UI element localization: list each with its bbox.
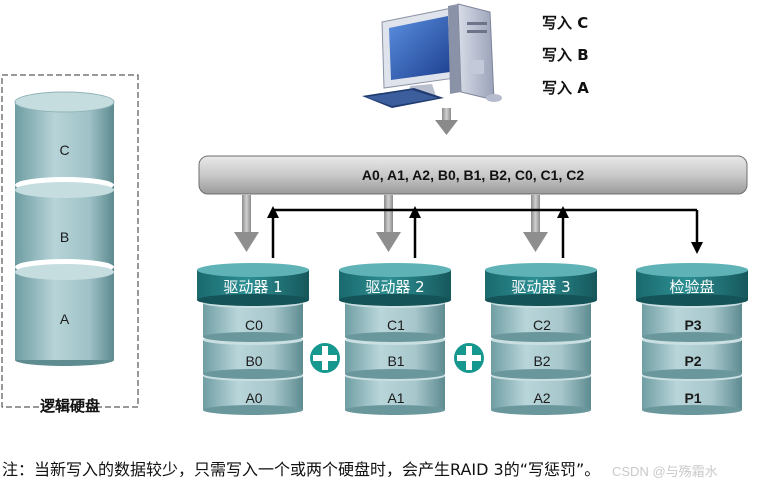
parity-block-p2: P2 <box>684 353 702 369</box>
logical-disk-cylinder <box>14 91 115 366</box>
xor-symbols <box>310 343 484 373</box>
parity-block-p1: P1 <box>684 390 702 406</box>
drive-2-title: 驱动器 2 <box>365 278 425 296</box>
parity-block-p3: P3 <box>684 317 702 333</box>
parity-lines <box>271 208 699 258</box>
drive-1-block-c0: C0 <box>245 317 263 333</box>
drive-stack-2 <box>339 263 451 415</box>
footnote: 注：当新写入的数据较少，只需写入一个或两个硬盘时，会产生RAID 3的“写惩罚”… <box>2 460 601 479</box>
parity-disk-title: 检验盘 <box>669 278 715 296</box>
drive-stack-1 <box>197 263 309 415</box>
drive-1-block-b0: B0 <box>245 353 263 369</box>
drive-1-title: 驱动器 1 <box>223 278 283 296</box>
drive-1-block-a0: A0 <box>245 390 263 406</box>
write-b-label: 写入 B <box>542 46 589 64</box>
drive-2-block-c1: C1 <box>387 317 405 333</box>
logical-segment-a: A <box>59 311 70 327</box>
parity-arrowheads <box>267 206 703 254</box>
computer-down-arrow <box>435 108 458 135</box>
drive-stack-4 <box>636 263 748 415</box>
watermark: CSDN @与殇霜水 <box>612 464 718 479</box>
logical-segment-b: B <box>59 229 70 245</box>
drive-3-block-c2: C2 <box>533 317 551 333</box>
drive-2-block-a1: A1 <box>387 390 405 406</box>
bus-label: A0, A1, A2, B0, B1, B2, C0, C1, C2 <box>361 167 585 183</box>
write-a-label: 写入 A <box>542 79 589 97</box>
data-bus <box>198 155 748 195</box>
computer-icon <box>362 3 502 108</box>
logical-segment-c: C <box>59 142 70 158</box>
logical-disk-caption: 逻辑硬盘 <box>39 397 100 415</box>
drive-stack-3 <box>485 263 597 415</box>
drive-3-title: 驱动器 3 <box>511 278 571 296</box>
drive-stacks <box>197 263 748 415</box>
drive-3-block-b2: B2 <box>533 353 551 369</box>
drive-2-block-b1: B1 <box>387 353 405 369</box>
drive-3-block-a2: A2 <box>533 390 551 406</box>
bus-to-drive-arrows <box>234 195 548 252</box>
write-c-label: 写入 C <box>542 14 589 32</box>
